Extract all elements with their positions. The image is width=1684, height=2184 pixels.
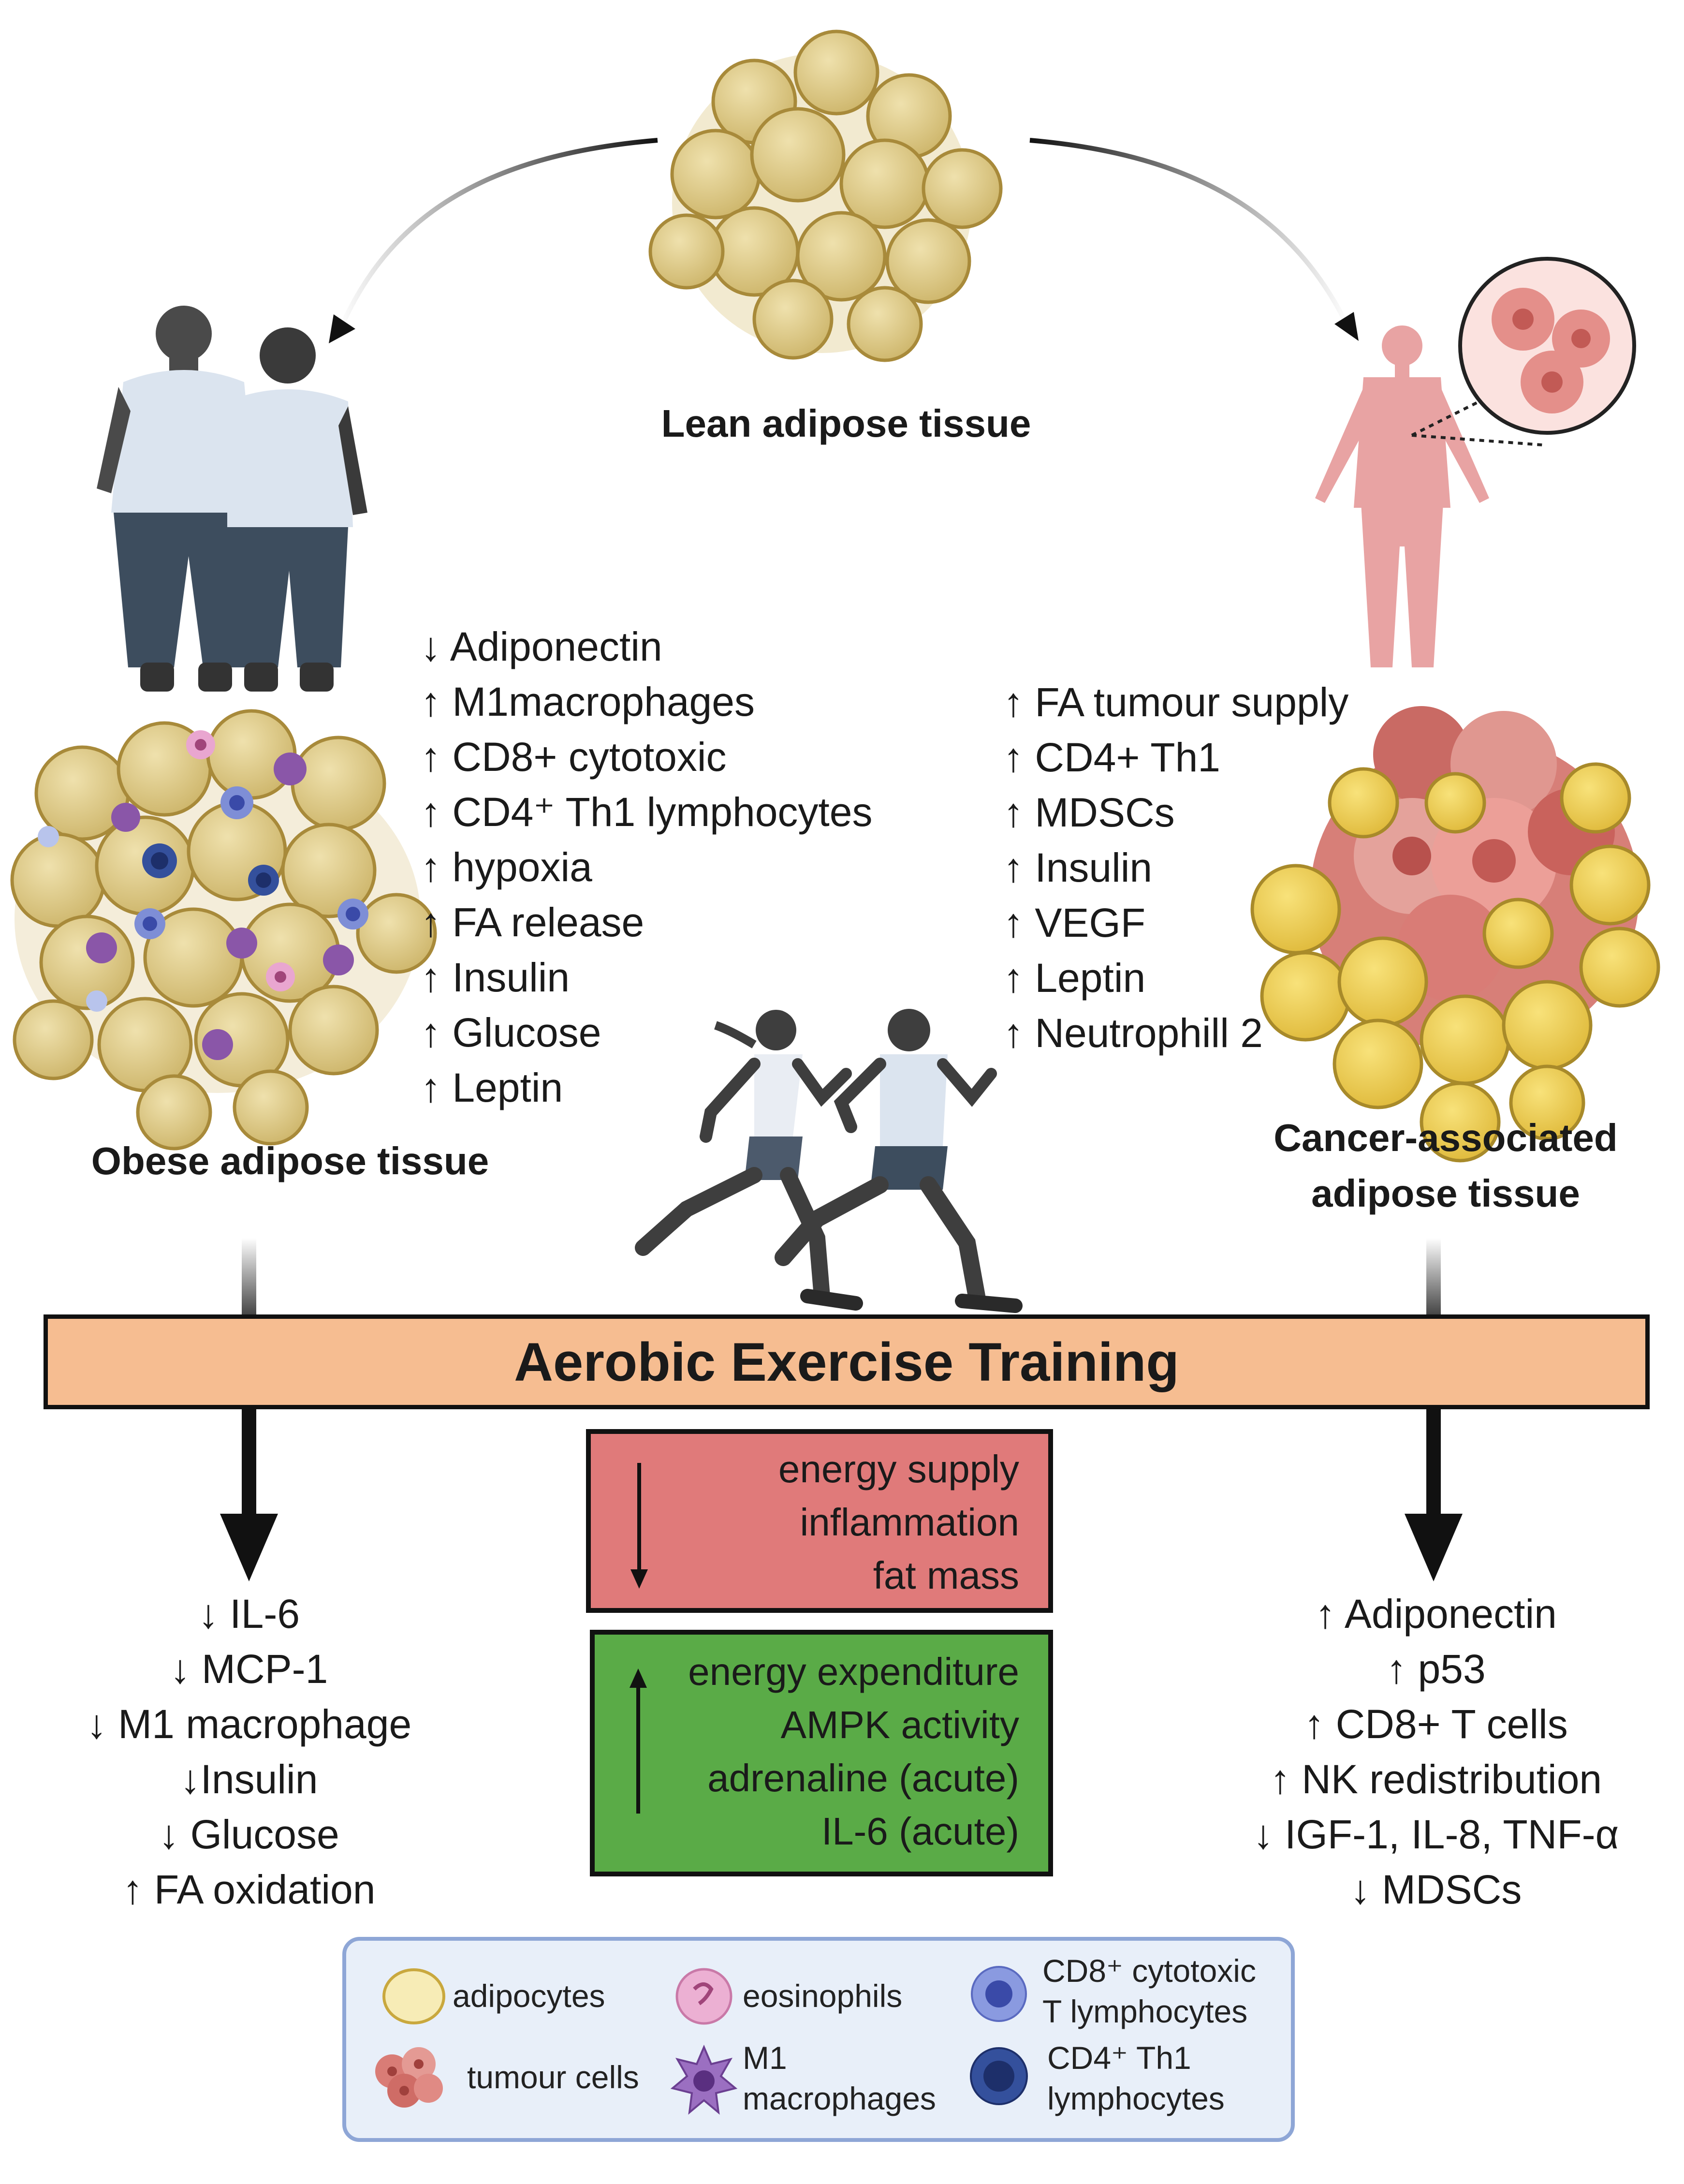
list-item: ↓ IGF-1, IL-8, TNF-α (1253, 1812, 1619, 1857)
list-item: ↑ Neutrophill 2 (1003, 1010, 1263, 1056)
list-item: ↑ p53 (1386, 1646, 1486, 1692)
legend-m1-line1: M1 (743, 2040, 787, 2076)
list-item: ↓ MCP-1 (170, 1646, 328, 1692)
lean-adipose-label: Lean adipose tissue (661, 402, 1031, 445)
list-item: ↑ FA oxidation (122, 1867, 376, 1912)
list-item: ↑ FA release (421, 900, 644, 945)
list-item: ↑ MDSCs (1003, 790, 1175, 835)
cancer-outcomes-list: ↑ Adiponectin ↑ p53 ↑ CD8+ T cells ↑ NK … (1228, 1586, 1644, 1917)
list-item: AMPK activity (780, 1703, 1019, 1746)
list-item: ↑ CD4⁺ Th1 lymphocytes (421, 789, 873, 835)
decrease-box: energy supply inflammation fat mass (586, 1429, 1053, 1613)
list-item: ↓Insulin (180, 1756, 318, 1802)
list-item: ↑ Insulin (1003, 845, 1153, 890)
arrow-lean-to-cancer (1029, 138, 1359, 341)
legend-cd4-line2: lymphocytes (1047, 2081, 1225, 2116)
list-item: ↑ Insulin (421, 955, 570, 1000)
arrow-obese-down (220, 1238, 278, 1581)
arrow-cancer-down (1405, 1238, 1463, 1581)
list-item: ↑ M1macrophages (421, 679, 755, 724)
up-arrow-icon (630, 1668, 647, 1814)
cancer-label-line2: adipose tissue (1311, 1172, 1580, 1215)
legend-cd8-label: CD8⁺ cytotoxic T lymphocytes (1042, 1950, 1256, 2032)
list-item: energy expenditure (688, 1650, 1019, 1693)
eosinophil-icon (675, 1968, 732, 2025)
list-item: ↓ MDSCs (1350, 1867, 1522, 1912)
cancer-adipose-cluster (1250, 706, 1660, 1163)
m1-macrophage-icon (670, 2044, 738, 2115)
list-item: ↑ hypoxia (421, 844, 592, 890)
lean-adipose-cluster (648, 30, 1003, 362)
list-item: ↑ VEGF (1003, 900, 1146, 945)
list-item: inflammation (800, 1501, 1019, 1544)
tumour-zoom-inset (1411, 257, 1636, 446)
legend-cd8-line1: CD8⁺ cytotoxic (1042, 1953, 1256, 1989)
legend: adipocytes eosinophils CD8⁺ cytotoxic T … (342, 1937, 1295, 2142)
list-item: ↓ M1 macrophage (86, 1701, 412, 1747)
obese-outcomes-list: ↓ IL-6 ↓ MCP-1 ↓ M1 macrophage ↓Insulin … (29, 1586, 469, 1917)
increase-box: energy expenditure AMPK activity adrenal… (590, 1630, 1053, 1876)
list-item: ↑ Glucose (421, 1010, 601, 1055)
arrow-lean-to-obese (329, 138, 658, 343)
list-item: ↑ CD8+ cytotoxic (421, 734, 727, 780)
adipocyte-icon (382, 1968, 445, 2024)
list-item: ↑ Leptin (421, 1065, 563, 1110)
list-item: ↑ NK redistribution (1270, 1756, 1602, 1802)
legend-cd8-line2: T lymphocytes (1042, 1993, 1248, 2029)
legend-tumour-label: tumour cells (467, 2059, 639, 2095)
runners-figure (635, 1009, 1023, 1313)
legend-m1-line2: macrophages (743, 2081, 936, 2116)
list-item: ↑ CD4+ Th1 (1003, 735, 1220, 780)
tumour-cell-icon (375, 2047, 443, 2108)
obese-effects-list: ↓ Adiponectin ↑ M1macrophages ↑ CD8+ cyt… (421, 619, 872, 1115)
obese-adipose-label: Obese adipose tissue (91, 1139, 489, 1182)
list-item: ↑ Adiponectin (1315, 1591, 1557, 1637)
legend-adipocytes-label: adipocytes (453, 1978, 605, 2014)
cancer-effects-list: ↑ FA tumour supply ↑ CD4+ Th1 ↑ MDSCs ↑ … (1003, 675, 1348, 1061)
list-item: ↓ IL-6 (198, 1591, 300, 1637)
obese-adipose-cluster (10, 709, 437, 1151)
cd8-lymphocyte-icon (971, 1966, 1027, 2022)
legend-eosinophils-label: eosinophils (743, 1978, 903, 2014)
obese-people-figure (97, 306, 367, 692)
list-item: ↓ Glucose (159, 1812, 339, 1857)
exercise-bar: Aerobic Exercise Training (44, 1314, 1650, 1409)
list-item: ↑ FA tumour supply (1003, 679, 1349, 725)
cancer-label-line1: Cancer-associated (1274, 1116, 1618, 1159)
list-item: adrenaline (acute) (707, 1756, 1019, 1800)
cd4-lymphocyte-icon (970, 2047, 1028, 2105)
list-item: ↑ CD8+ T cells (1304, 1701, 1568, 1747)
cancer-person-figure (1315, 325, 1489, 667)
down-arrow-icon (630, 1463, 648, 1589)
legend-icons (375, 1966, 1028, 2115)
legend-cd4-label: CD4⁺ Th1 lymphocytes (1047, 2037, 1225, 2119)
list-item: IL-6 (acute) (821, 1810, 1019, 1853)
list-item: ↓ Adiponectin (421, 624, 662, 669)
list-item: energy supply (778, 1447, 1019, 1490)
legend-m1-label: M1 macrophages (743, 2037, 936, 2119)
legend-cd4-line1: CD4⁺ Th1 (1047, 2040, 1191, 2076)
list-item: ↑ Leptin (1003, 955, 1146, 1001)
list-item: fat mass (873, 1554, 1019, 1597)
cancer-adipose-label: Cancer-associated adipose tissue (1228, 1110, 1663, 1221)
